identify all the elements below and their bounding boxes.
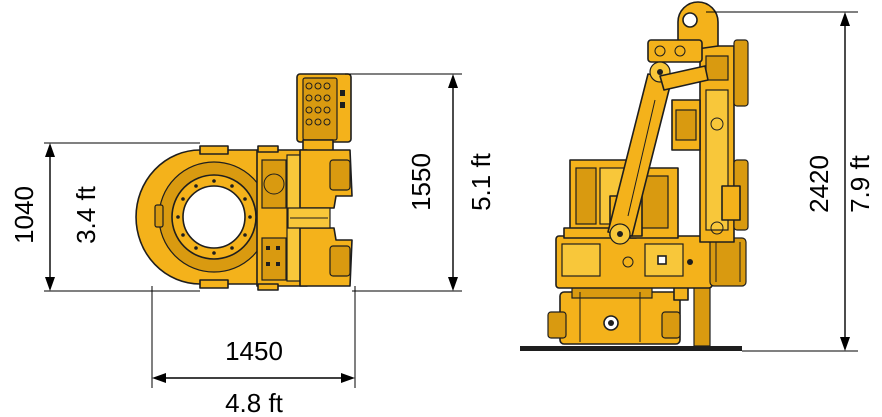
plan-view-machine xyxy=(135,73,353,291)
plan-width-ft-label: 4.8 ft xyxy=(225,388,284,417)
plan-height-dimension: 1040 3.4 ft xyxy=(9,142,200,292)
plan-depth-ft-label: 5.1 ft xyxy=(466,152,496,211)
plan-width-mm-label: 1450 xyxy=(225,336,283,366)
side-height-ft-label: 7.9 ft xyxy=(845,154,875,213)
side-height-mm-label: 2420 xyxy=(804,155,834,213)
plan-depth-mm-label: 1550 xyxy=(406,153,436,211)
plan-height-mm-label: 1040 xyxy=(9,186,39,244)
side-height-dimension: 2420 7.9 ft xyxy=(706,11,875,352)
plan-width-dimension: 1450 4.8 ft xyxy=(151,286,356,417)
side-view-machine xyxy=(520,1,749,351)
plan-depth-dimension: 1550 5.1 ft xyxy=(345,73,496,292)
plan-height-ft-label: 3.4 ft xyxy=(71,185,101,244)
